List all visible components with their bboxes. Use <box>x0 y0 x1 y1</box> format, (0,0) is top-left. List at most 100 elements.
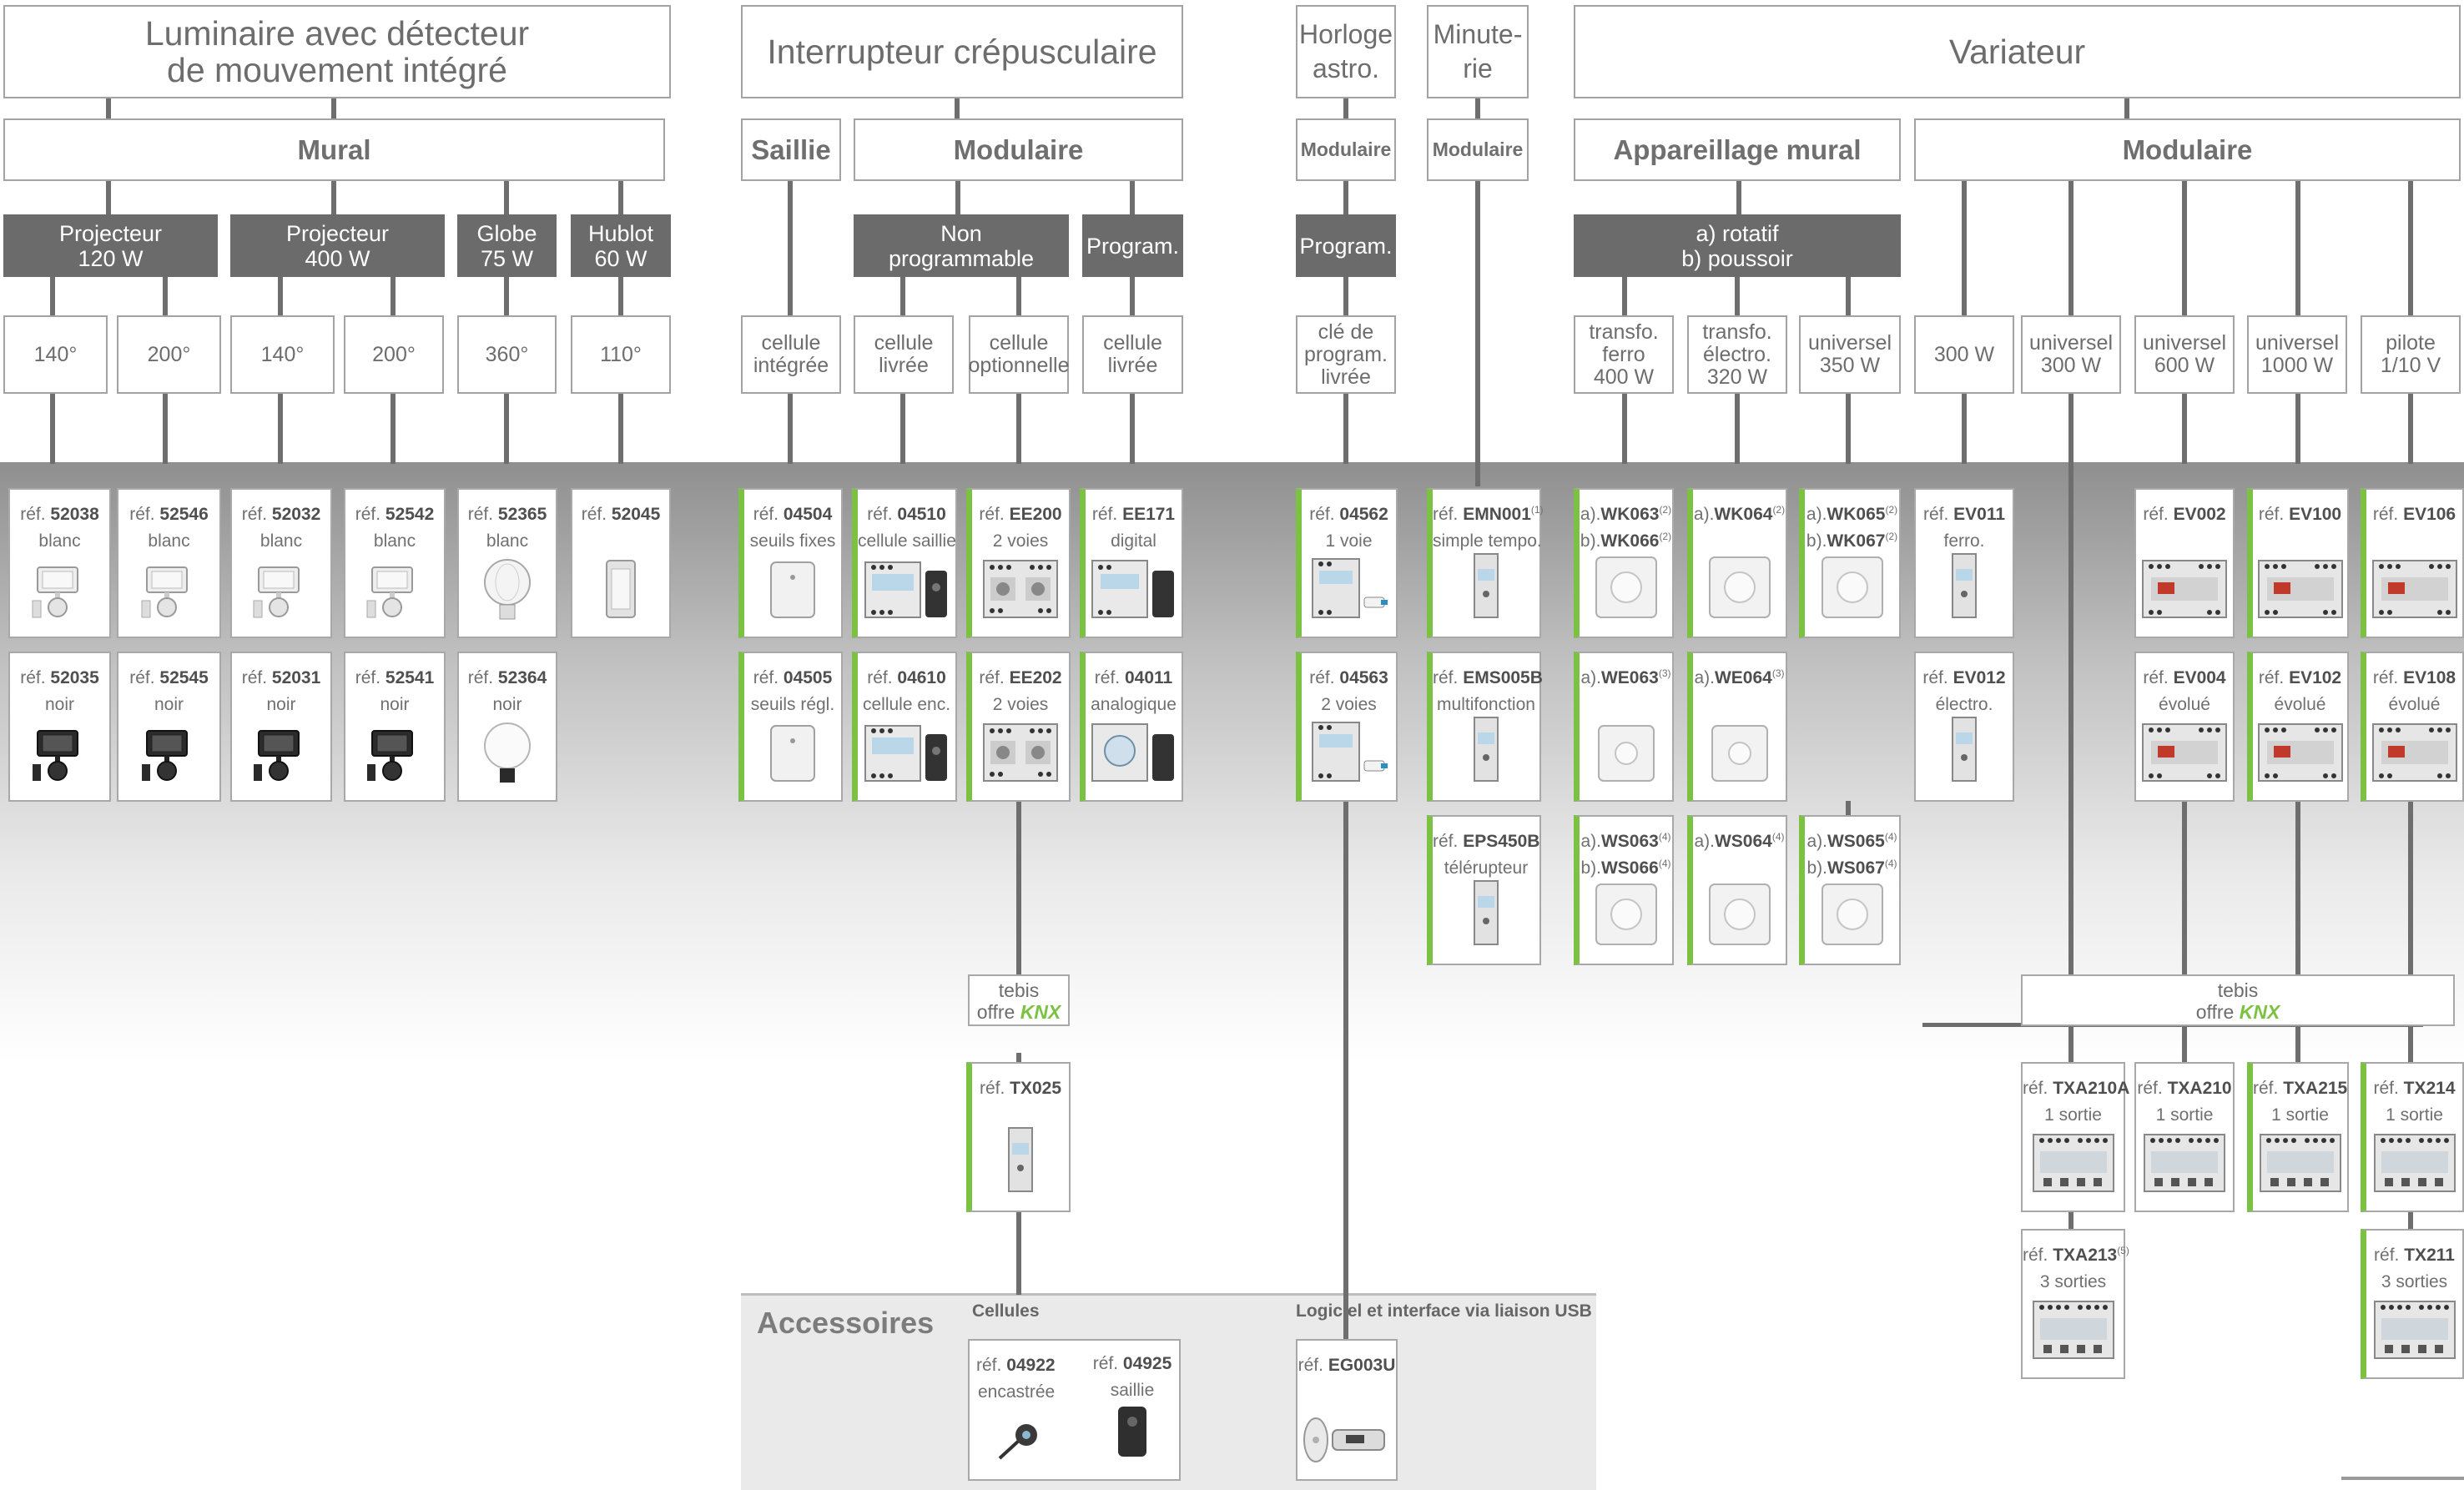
product-card-WS064[interactable]: a).WS064(4) <box>1687 815 1787 965</box>
product-desc: 1 voie <box>1302 526 1396 552</box>
product-card-EMN001[interactable]: réf. EMN001(1)simple tempo. <box>1427 488 1544 638</box>
desc-text: 1 voie <box>1325 531 1373 551</box>
floodlight-white-icon <box>31 562 89 625</box>
ref-code: TXA210 <box>2167 1079 2232 1098</box>
accessories-software-heading: Logiciel et interface via liaison USB <box>1296 1301 1592 1321</box>
ref-prefix: réf. <box>867 505 898 524</box>
crepusculaire-header: Interrupteur crépusculaire <box>741 5 1183 98</box>
product-card-EG003U[interactable]: réf. EG003U <box>1296 1339 1398 1481</box>
connector-line <box>1016 801 1021 974</box>
product-card-WS063[interactable]: a).WS063(4)b).WS066(4) <box>1574 815 1674 965</box>
product-card-EV002[interactable]: réf. EV002 <box>2134 488 2235 638</box>
rotary-dimmer-icon <box>1819 554 1886 625</box>
connector-line <box>1130 394 1135 464</box>
product-desc: b).WK066(2) <box>1580 526 1672 552</box>
spec-d110: 110° <box>571 315 671 394</box>
ref-code: 52035 <box>50 668 99 687</box>
spec-cel-opt: cellule optionnelle <box>969 315 1069 394</box>
ref-prefix: réf. <box>2374 1246 2405 1265</box>
wide-dimmer-module-icon <box>2371 554 2458 625</box>
product-card-WE063[interactable]: a).WE063(3) <box>1574 652 1674 802</box>
ref-prefix: réf. <box>355 668 385 687</box>
product-ref: réf. EV012 <box>1916 662 2013 689</box>
timer-module-icon <box>1004 1125 1037 1199</box>
product-card-WS065[interactable]: a).WS065(4)b).WS067(4) <box>1799 815 1901 965</box>
product-ref: réf. 04925 <box>1083 1348 1182 1375</box>
product-card-52045[interactable]: réf. 52045 <box>571 488 671 638</box>
ref-code: TXA213 <box>2053 1246 2118 1265</box>
variateur-header: Variateur <box>1574 5 2461 98</box>
product-card-WK065[interactable]: a).WK065(2)b).WK067(2) <box>1799 488 1901 638</box>
ref-prefix: réf. <box>2258 668 2290 687</box>
ref-code: 52546 <box>159 505 209 524</box>
connector-line <box>900 394 905 464</box>
product-card-WK064[interactable]: a).WK064(2) <box>1687 488 1787 638</box>
connector-line <box>788 181 793 315</box>
product-card-EV100[interactable]: réf. EV100 <box>2247 488 2349 638</box>
product-card-TXA213[interactable]: réf. TXA213(5)3 sorties <box>2021 1229 2129 1379</box>
connector-line <box>1736 181 1741 214</box>
knx-actuator-icon <box>2373 1295 2456 1366</box>
ref-prefix: a). <box>1694 832 1715 851</box>
product-desc: b).WK067(2) <box>1805 526 1899 552</box>
ref-code: EE171 <box>1122 505 1176 524</box>
product-card-WK063[interactable]: a).WK063(2)b).WK066(2) <box>1574 488 1674 638</box>
ref-prefix: réf. <box>1092 1354 1123 1373</box>
ref-prefix: a). <box>1693 505 1715 524</box>
ref-prefix: réf. <box>1091 505 1123 524</box>
product-card-EV106[interactable]: réf. EV106 <box>2361 488 2464 638</box>
product-ref: réf. EE200 <box>972 499 1069 526</box>
product-desc: noir <box>232 689 330 716</box>
product-card-WE064[interactable]: a).WE064(3) <box>1687 652 1787 802</box>
ref-prefix: réf. <box>241 505 272 524</box>
product-card-TX025[interactable]: réf. TX025 <box>966 1062 1071 1212</box>
ref-code: 04562 <box>1339 505 1388 524</box>
product-ref: réf. EV100 <box>2253 499 2347 526</box>
ref-code: 04505 <box>783 668 833 687</box>
spec-b200: 200° <box>344 315 444 394</box>
ref-footnote: (4) <box>1884 831 1897 843</box>
connector-line <box>2408 394 2413 464</box>
ref-code: EE200 <box>1009 505 1062 524</box>
ref-footnote: (4) <box>1771 831 1785 843</box>
product-ref: réf. 52364 <box>459 662 556 689</box>
desc-text: 1 sortie <box>2386 1105 2443 1125</box>
product-ref: a).WK064(2) <box>1693 499 1786 526</box>
product-desc: 2 voies <box>972 689 1069 716</box>
connector-line <box>1016 1211 1021 1295</box>
